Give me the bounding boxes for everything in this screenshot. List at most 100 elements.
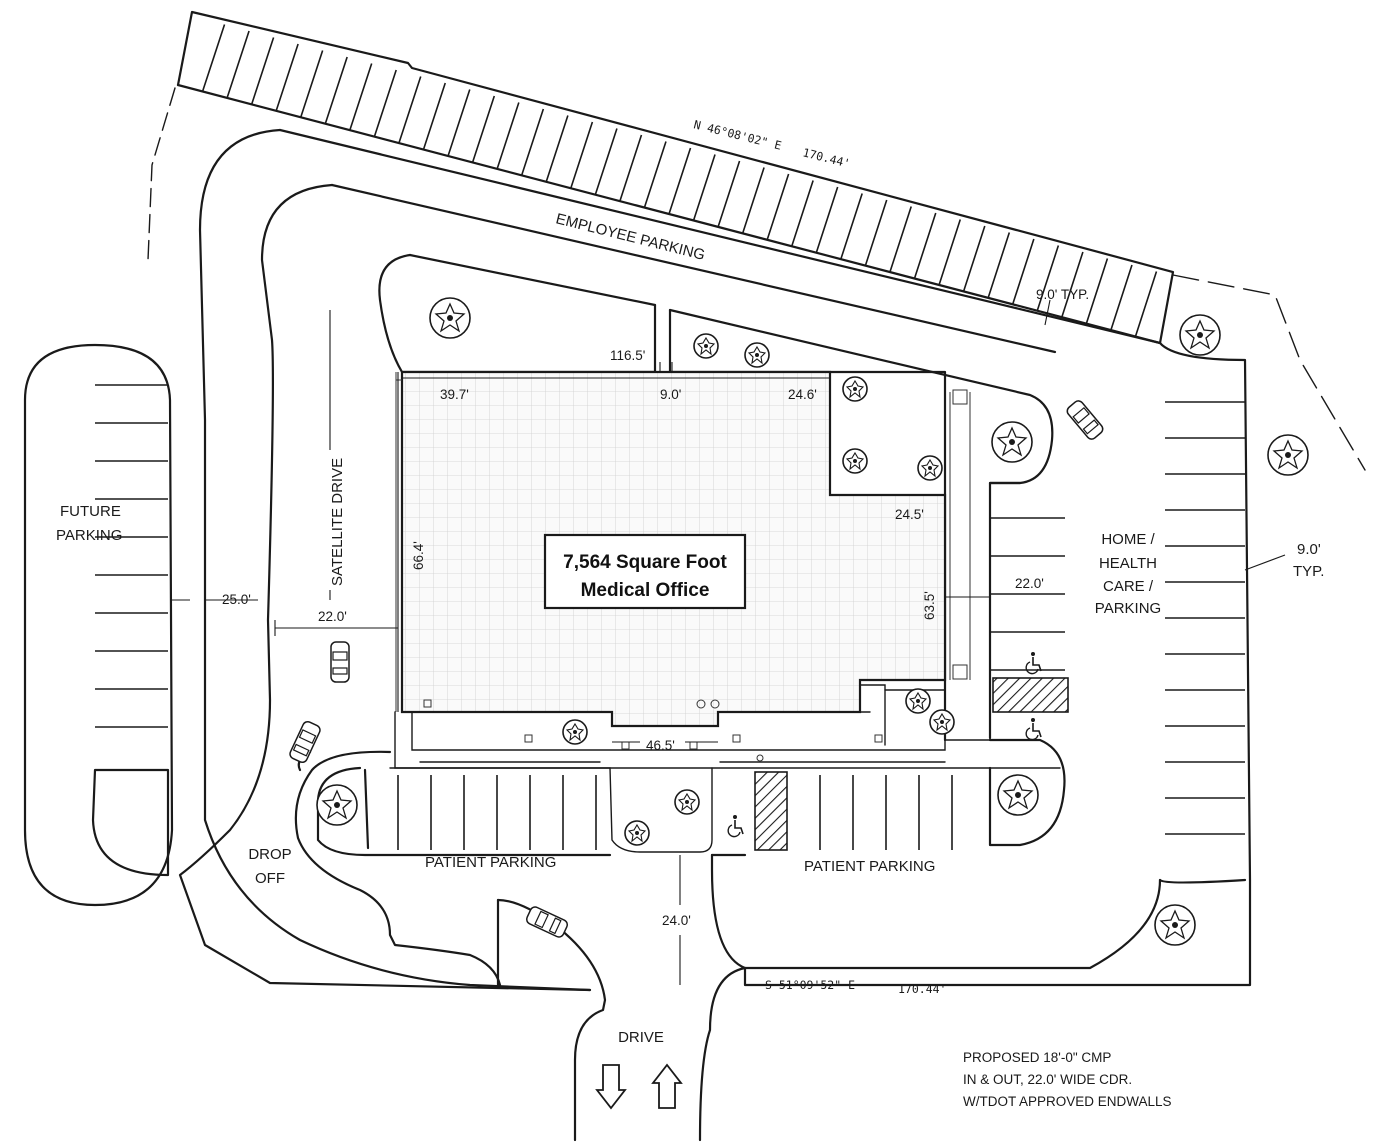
- stall-line: [422, 82, 447, 150]
- stall-line: [692, 154, 716, 221]
- stall-line: [619, 134, 643, 202]
- arrow-down-icon: [595, 1064, 627, 1110]
- tree-icon: [842, 376, 868, 402]
- stall-line: [840, 193, 863, 260]
- dim-66-4: 66.4': [411, 541, 426, 570]
- tree-icon: [1267, 434, 1309, 476]
- accessible-icon: [1025, 717, 1042, 741]
- tree-icon: [905, 688, 931, 714]
- stall-line: [447, 89, 471, 157]
- dim-9-0: 9.0': [660, 387, 681, 402]
- tree-icon: [1154, 904, 1196, 946]
- tree-icon: [693, 333, 719, 359]
- dim-22-0-left: 22.0': [318, 609, 347, 624]
- medical-office-building: 7,564 Square Foot Medical Office: [395, 370, 971, 728]
- stall-line: [545, 115, 569, 182]
- accessible-aisle-hatch-bottom: [754, 771, 788, 851]
- tree-icon: [744, 342, 770, 368]
- building-title-line2: Medical Office: [581, 580, 710, 601]
- tree-icon: [991, 421, 1033, 463]
- label-patient-parking-right: PATIENT PARKING: [804, 858, 935, 875]
- stall-line: [962, 225, 986, 292]
- label-patient-parking-left: PATIENT PARKING: [425, 854, 556, 871]
- stall-line: [741, 167, 765, 234]
- stall-line: [471, 95, 496, 163]
- stall-line: [496, 102, 520, 170]
- accessible-aisle-hatch-right: [992, 677, 1069, 713]
- dim-22-0-right: 22.0': [1015, 576, 1044, 591]
- stall-line: [520, 108, 545, 176]
- note-line3: W/TDOT APPROVED ENDWALLS: [963, 1094, 1172, 1109]
- dim-116-5: 116.5': [610, 348, 645, 363]
- building-title-line1: 7,564 Square Foot: [563, 552, 727, 573]
- stall-line: [1061, 251, 1084, 318]
- stall-line: [201, 24, 226, 92]
- dim-24-6: 24.6': [788, 387, 817, 402]
- stall-line: [1036, 245, 1060, 311]
- stall-line: [570, 121, 594, 189]
- stall-line: [398, 76, 422, 144]
- stall-line: [889, 206, 912, 273]
- label-south-length: 170.44': [898, 982, 946, 996]
- label-future-1: FUTURE: [60, 503, 121, 520]
- stall-line: [1134, 271, 1158, 337]
- label-drop-1: DROP: [248, 846, 291, 863]
- building-label-box: [543, 533, 747, 610]
- label-typ-top: 9.0' TYP.: [1036, 287, 1089, 302]
- dim-24-5: 24.5': [895, 507, 924, 522]
- tree-icon: [917, 455, 943, 481]
- label-home-health-2: HEALTH: [1099, 555, 1157, 572]
- drive-perimeter: [178, 128, 1252, 992]
- tree-icon: [674, 789, 700, 815]
- property-line-dashed: [147, 87, 176, 261]
- note-line2: IN & OUT, 22.0' WIDE CDR.: [963, 1072, 1132, 1087]
- tree-icon: [429, 297, 471, 339]
- stall-line: [864, 199, 888, 266]
- stall-line: [815, 186, 839, 253]
- label-drop-2: OFF: [255, 870, 285, 887]
- right-building-stalls: [988, 481, 1069, 741]
- label-home-health-3: CARE /: [1103, 578, 1154, 595]
- tree-icon: [997, 774, 1039, 816]
- stall-line: [938, 219, 962, 286]
- main-drive-entrance: [496, 853, 747, 1142]
- stall-line: [349, 63, 373, 131]
- drop-off-curb: [294, 750, 502, 987]
- arrow-up-icon: [651, 1063, 683, 1109]
- stall-line: [324, 56, 348, 124]
- patient-parking-left: [316, 766, 612, 857]
- future-parking-lot: [23, 343, 174, 907]
- tree-icon: [316, 784, 358, 826]
- car-icon: [330, 641, 350, 683]
- stall-line: [1011, 238, 1035, 305]
- front-walkway: [389, 684, 1061, 853]
- tree-icon: [1179, 314, 1221, 356]
- stall-line: [226, 30, 250, 99]
- tree-icon: [842, 448, 868, 474]
- stall-line: [987, 232, 1011, 299]
- car-icon: [1064, 398, 1106, 442]
- tree-icon: [624, 820, 650, 846]
- stall-line: [643, 141, 667, 208]
- label-north-length: 170.44': [801, 145, 851, 170]
- stall-line: [766, 173, 790, 241]
- stall-line: [299, 50, 324, 118]
- stall-line: [275, 43, 299, 112]
- label-home-health-4: PARKING: [1095, 600, 1161, 617]
- car-icon: [287, 719, 323, 765]
- label-typ-right: TYP.: [1293, 563, 1324, 580]
- stall-line: [1085, 258, 1109, 324]
- dimension-lines: [120, 299, 1286, 985]
- tree-icon: [929, 709, 955, 735]
- home-health-stalls: [1165, 401, 1245, 835]
- label-south-bearing: S 51°09'52" E: [765, 978, 855, 992]
- tree-icon: [562, 719, 588, 745]
- note-line1: PROPOSED 18'-0" CMP: [963, 1050, 1111, 1065]
- right-landscape-island: [988, 738, 1066, 847]
- label-drive: DRIVE: [618, 1029, 664, 1046]
- accessible-icon: [727, 814, 744, 838]
- employee-parking-stalls: [176, 10, 1175, 345]
- stall-line: [717, 160, 741, 228]
- patient-parking-right: [710, 771, 953, 857]
